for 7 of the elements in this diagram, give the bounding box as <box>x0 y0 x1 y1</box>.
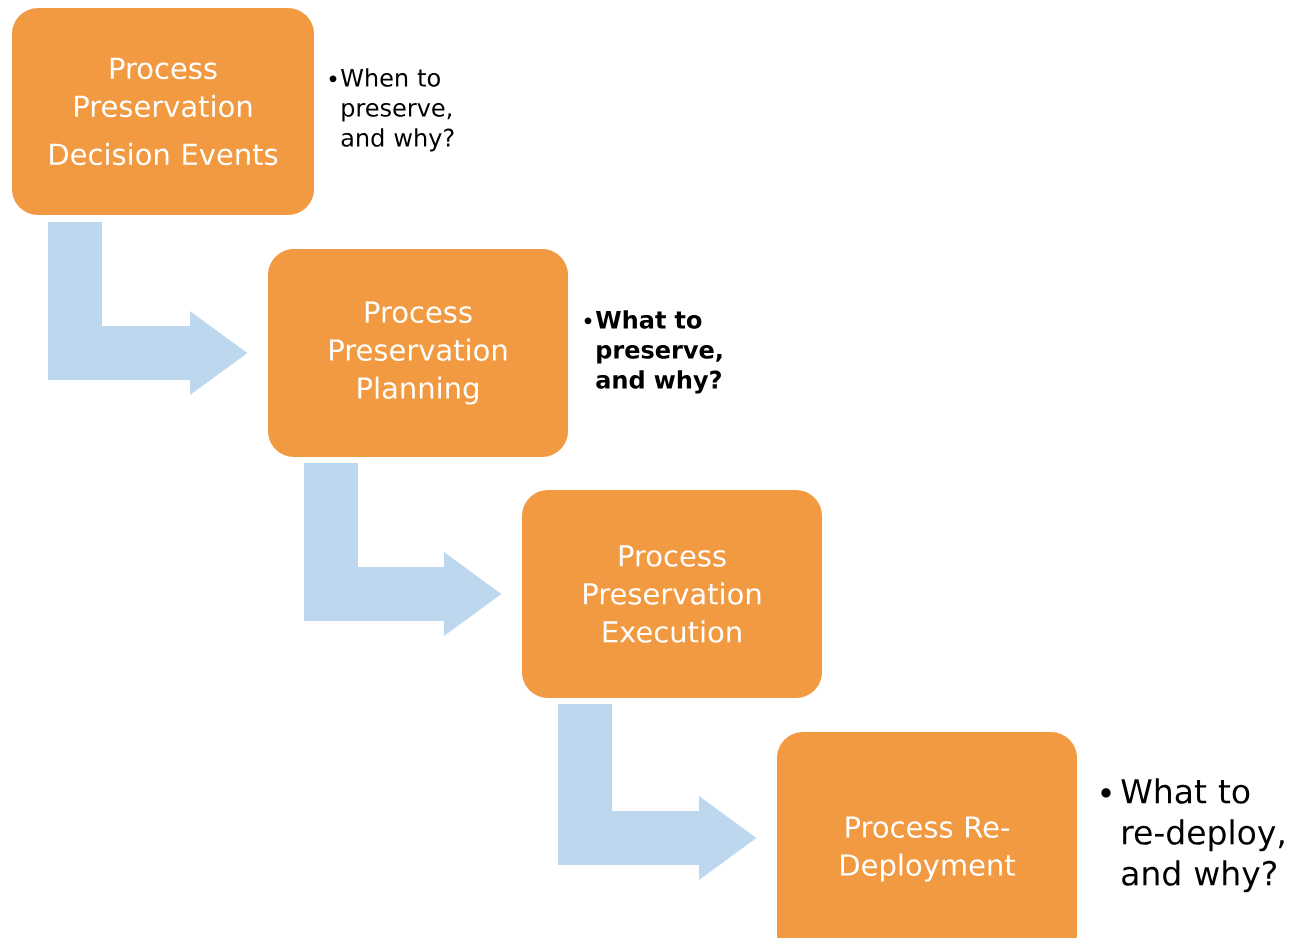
process-box: Process Preservation Planning <box>268 249 568 457</box>
process-box: Process Preservation Decision Events <box>12 8 314 215</box>
process-box: Process Preservation Execution <box>522 490 822 698</box>
process-box: Process Re-Deployment <box>777 732 1077 938</box>
beside-text: What to re-deploy, and why? <box>1121 778 1284 893</box>
beside-text: What to preserve, and why? <box>595 310 722 394</box>
beside-text: When to preserve, and why? <box>341 68 454 152</box>
